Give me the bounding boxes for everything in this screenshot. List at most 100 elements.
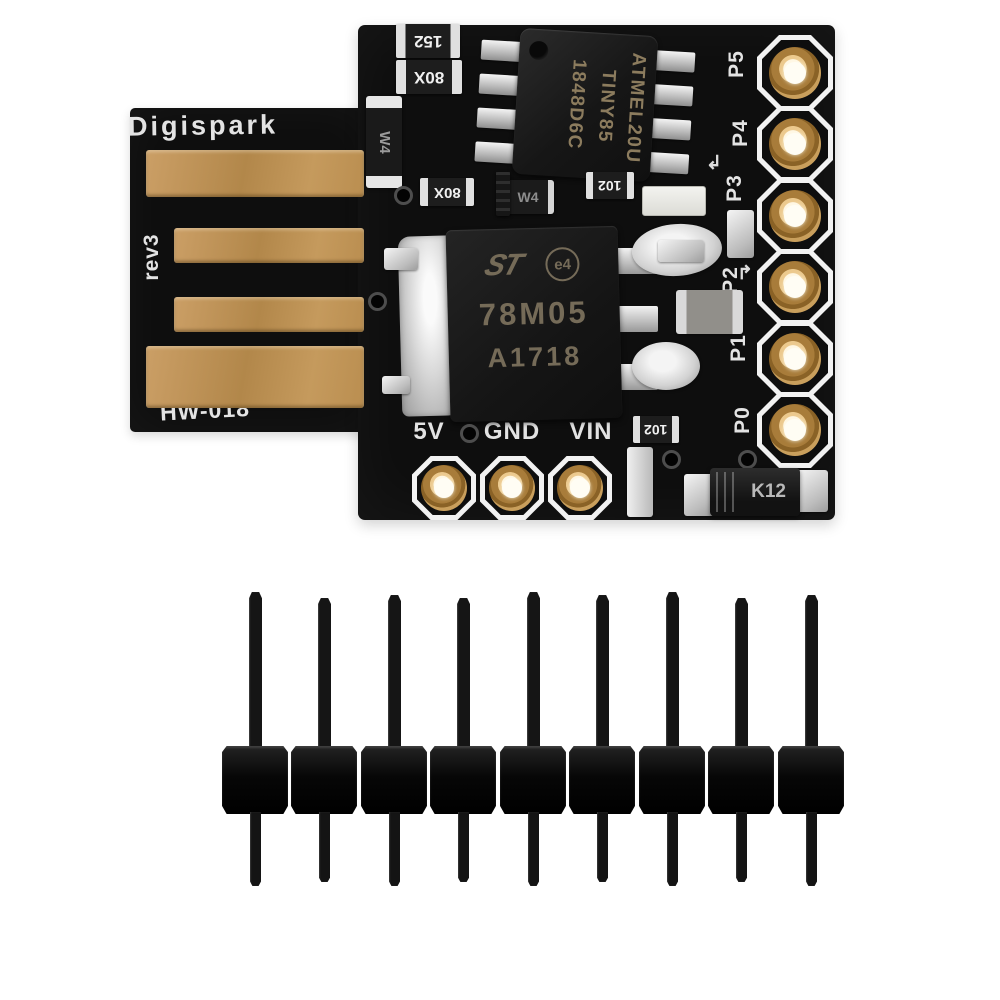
usb-contact-pad-3	[174, 297, 364, 332]
solder-pad	[684, 474, 714, 516]
st-logo: ST	[480, 248, 525, 283]
usb-contact-pad-2	[174, 228, 364, 263]
header-pin-6	[568, 588, 637, 888]
usb-contact-pad-1	[146, 150, 364, 197]
header-pin-bottom	[806, 812, 817, 886]
regulator-part-number: 78M05	[478, 294, 590, 333]
header-pin-bottom	[319, 812, 330, 882]
io-hole-p1	[757, 321, 833, 397]
led	[642, 186, 706, 216]
via	[662, 450, 681, 469]
header-pin-bottom	[458, 812, 469, 882]
power-label-gnd: GND	[483, 418, 541, 445]
header-pin-top	[596, 595, 609, 748]
mcu-chip: ATMEL20U TINY85 1848D6C	[474, 24, 697, 189]
diode-w4-mid-marking: W4	[517, 189, 539, 205]
io-hole-p4	[757, 106, 833, 182]
mcu-pin	[478, 73, 522, 97]
via	[368, 292, 387, 311]
power-label-vin: VIN	[569, 418, 613, 445]
solder-pad	[382, 376, 410, 394]
header-pin-top	[457, 598, 470, 748]
revision-label: rev3	[140, 233, 163, 281]
header-pin-body	[639, 746, 705, 814]
mcu-pin	[476, 107, 520, 130]
header-pin-body	[500, 746, 566, 814]
io-label-p5: P5	[725, 50, 748, 78]
mcu-marking: ATMEL20U TINY85 1848D6C	[516, 36, 654, 174]
mcu-pin	[650, 84, 694, 107]
diode-w4-left: W4	[366, 96, 402, 188]
resistor-102-mid: 102	[586, 172, 634, 199]
pin-header-strip	[221, 588, 853, 888]
header-pin-9	[777, 588, 846, 888]
power-hole-vin	[548, 456, 612, 520]
io-hole-p0	[757, 392, 833, 468]
mcu-pin	[474, 141, 518, 164]
solder-pad-vertical	[627, 447, 653, 517]
via	[394, 186, 413, 205]
resistor-80x-top-marking: 80X	[413, 68, 445, 87]
header-pin-top	[249, 592, 262, 748]
header-pin-body	[569, 746, 635, 814]
header-pin-5	[499, 588, 568, 888]
header-pin-bottom	[250, 812, 261, 886]
diode-k12-marking: K12	[751, 481, 786, 502]
solder-pad	[658, 240, 704, 262]
solder-joint	[632, 342, 700, 390]
header-pin-body	[708, 746, 774, 814]
header-pin-top	[318, 598, 331, 748]
header-pin-top	[666, 592, 679, 748]
resistor-102-bottom: 102	[633, 416, 679, 443]
io-label-p3: P3	[723, 174, 746, 202]
power-label-5v: 5V	[413, 418, 445, 445]
power-hole-5v	[412, 456, 476, 520]
header-pin-bottom	[528, 812, 539, 886]
regulator-lot-code: A1718	[487, 340, 583, 374]
header-pin-bottom	[667, 812, 678, 886]
header-pin-top	[805, 595, 818, 748]
silkscreen-arrow-p3: ↲	[706, 153, 722, 174]
header-pin-8	[707, 588, 776, 888]
resistor-102-bottom-marking: 102	[644, 421, 668, 438]
rohs-e4-mark: e4	[545, 246, 581, 282]
header-pin-body	[291, 746, 357, 814]
regulator-chip: ST e4 78M05 A1718	[445, 225, 623, 423]
mcu-pin	[480, 39, 524, 63]
header-pin-7	[638, 588, 707, 888]
header-pin-top	[735, 598, 748, 748]
header-pin-body	[222, 746, 288, 814]
resistor-152: 152	[396, 24, 460, 58]
header-pin-top	[388, 595, 401, 748]
mcu-pin	[646, 151, 690, 175]
solder-pad	[796, 470, 828, 512]
header-pin-1	[221, 588, 290, 888]
solder-pad	[384, 248, 418, 270]
resistor-102-mid-marking: 102	[598, 177, 622, 194]
header-pin-bottom	[597, 812, 608, 882]
usb-contact-pad-4	[146, 346, 364, 408]
brand-label: Digispark	[127, 109, 279, 142]
mcu-pin	[652, 50, 696, 73]
header-pin-top	[527, 592, 540, 748]
header-pin-3	[360, 588, 429, 888]
resistor-152-marking: 152	[413, 32, 443, 51]
diode-w4-mid: W4	[502, 180, 554, 214]
capacitor-small	[727, 210, 754, 258]
header-pin-bottom	[389, 812, 400, 886]
header-pin-body	[430, 746, 496, 814]
header-pin-body	[778, 746, 844, 814]
io-label-p0: P0	[731, 406, 754, 434]
diode-k12: K12	[710, 468, 800, 516]
capacitor-gray	[676, 290, 743, 334]
resistor-80x-top: 80X	[396, 60, 462, 94]
header-pin-bottom	[736, 812, 747, 882]
diode-w4-left-marking: W4	[375, 130, 393, 154]
io-label-p4: P4	[729, 119, 752, 147]
via	[738, 450, 757, 469]
header-pin-4	[429, 588, 498, 888]
io-hole-p5	[757, 35, 833, 111]
component-ridge	[496, 172, 510, 216]
header-pin-2	[290, 588, 359, 888]
